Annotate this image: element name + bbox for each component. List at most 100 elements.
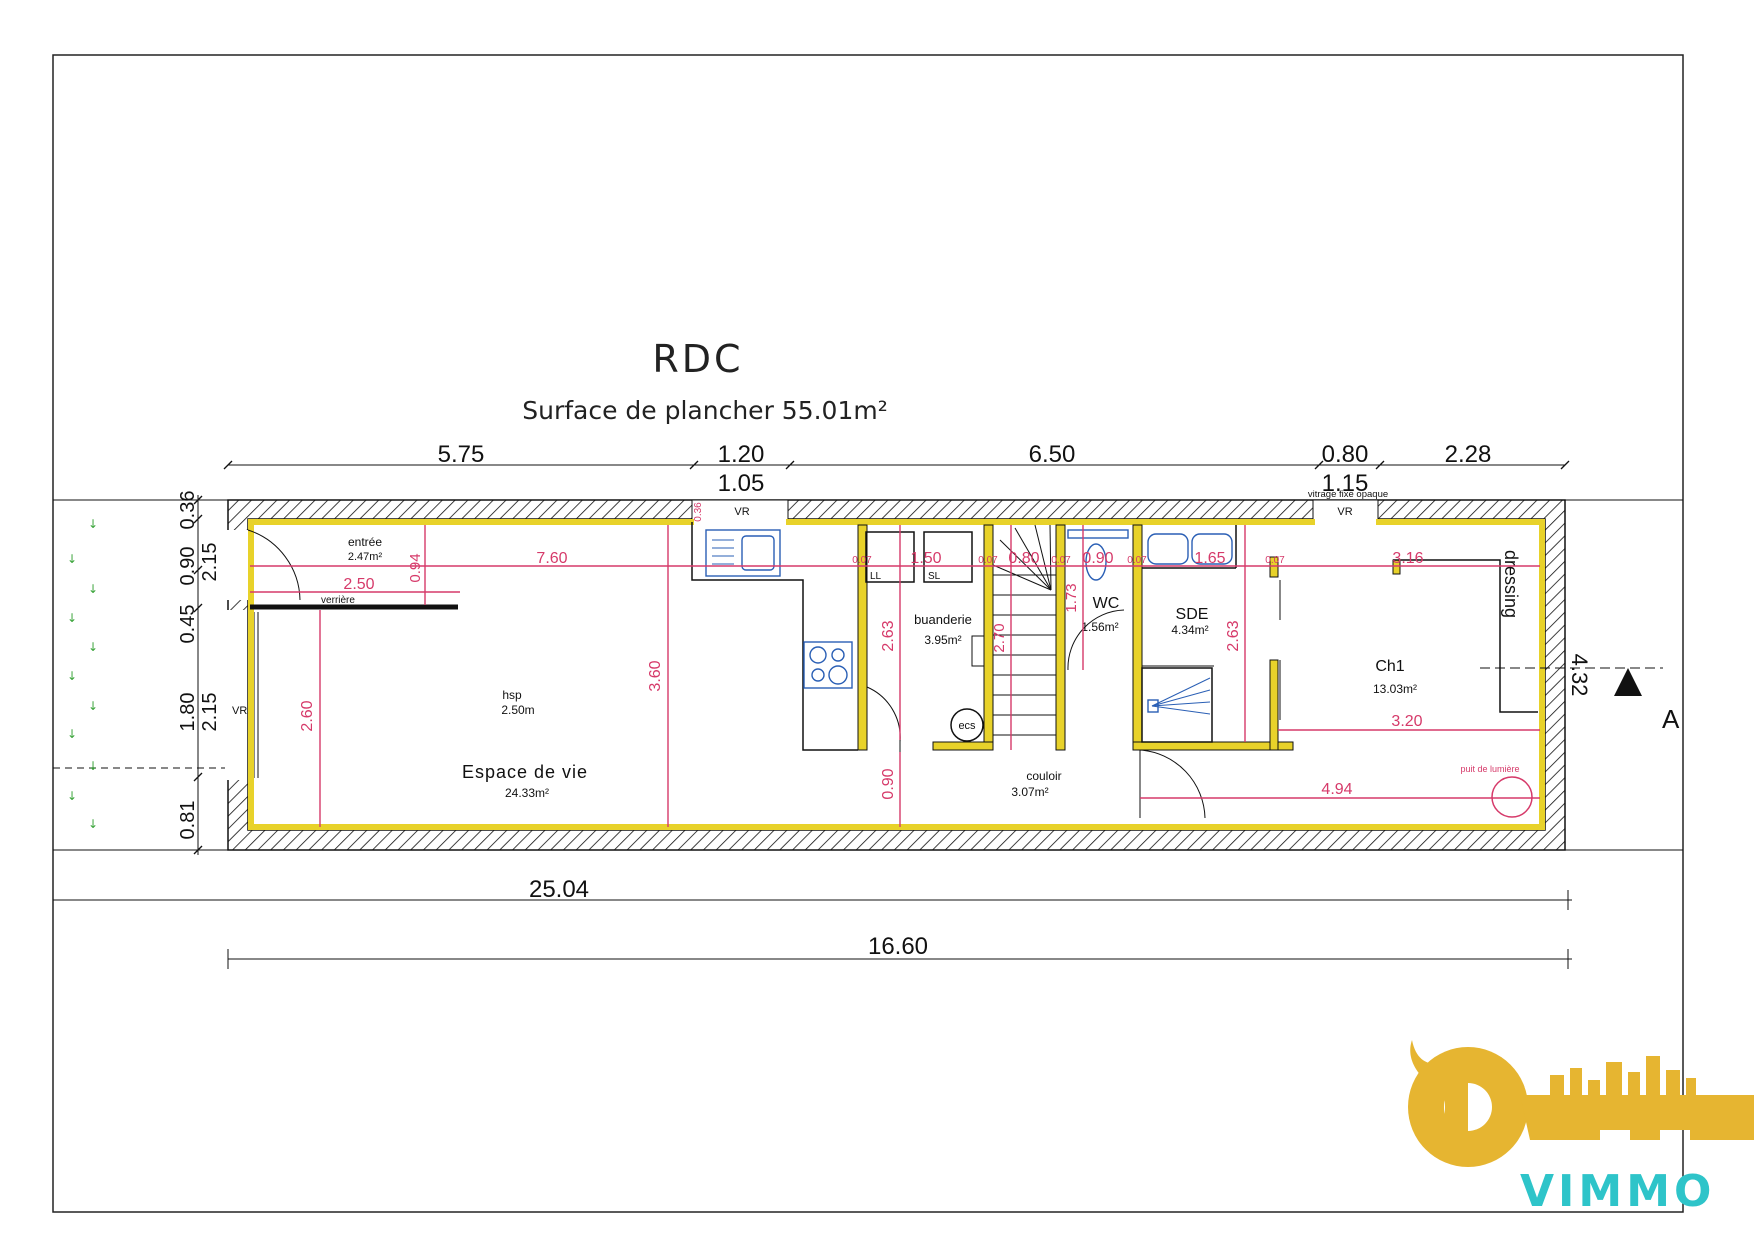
dim-007-d: 0.07	[1127, 555, 1147, 566]
dim-007-a: 0.07	[852, 555, 872, 566]
room-couloir-name: couloir	[1026, 769, 1061, 783]
washing-machine-ll	[865, 531, 915, 583]
dim-494: 4.94	[1321, 781, 1352, 798]
kitchen-sink	[705, 529, 781, 577]
dryer-sl	[923, 531, 973, 583]
room-buanderie-area: 3.95m²	[924, 633, 961, 647]
ecs-label: ecs	[958, 720, 976, 732]
plan-subtitle: Surface de plancher 55.01m²	[522, 396, 888, 425]
shower-tray	[1141, 667, 1213, 743]
dim-top-080: 0.80	[1322, 441, 1369, 468]
dim-263-a: 2.63	[880, 620, 897, 651]
room-sde-area: 4.34m²	[1171, 623, 1208, 637]
section-arrow	[1614, 668, 1642, 696]
dim-top-575: 5.75	[438, 441, 485, 468]
sheet-frame	[52, 54, 1684, 1213]
dim-left-045: 0.45	[177, 605, 199, 644]
shower-drain	[1147, 699, 1159, 713]
inner-dimension-lines	[250, 525, 1540, 827]
room-espace-name: Espace de vie	[462, 762, 588, 782]
dim-top-650: 6.50	[1029, 441, 1076, 468]
vimmo-logo: VIMMO	[1408, 1040, 1754, 1217]
svg-text:↓: ↓	[67, 789, 77, 803]
dim-260: 2.60	[299, 700, 316, 731]
kitchen-counter	[691, 522, 858, 751]
top-dimension-chain	[223, 460, 1570, 470]
sl-label: SL	[928, 571, 941, 582]
couloir-door-swing	[1139, 749, 1206, 819]
dim-007-e: 0.07	[1265, 555, 1285, 566]
dim-150: 1.50	[910, 550, 941, 567]
dim-right-432: 4.32	[1567, 654, 1592, 697]
dim-250: 2.50	[343, 576, 374, 593]
dim-173: 1.73	[1063, 583, 1080, 612]
ll-label: LL	[870, 571, 882, 582]
room-sde-name: SDE	[1176, 606, 1209, 623]
verriere-label: verrière	[321, 595, 355, 606]
wc-cistern	[1067, 529, 1129, 539]
entry-opening	[227, 530, 250, 600]
burner-2	[831, 648, 845, 662]
burner-1	[809, 646, 827, 664]
svg-text:↓: ↓	[67, 727, 77, 741]
staircase	[992, 524, 1056, 736]
vitrage-note: vitrage fixe opaque	[1308, 489, 1388, 500]
dim-360: 3.60	[647, 660, 664, 691]
vr-label-left: VR	[232, 705, 247, 717]
dim-007-b: 0.07	[978, 555, 998, 566]
logo-text: VIMMO	[1520, 1166, 1715, 1217]
bottom-dimension-lines	[53, 890, 1572, 969]
hsp-value: 2.50m	[501, 703, 534, 717]
room-espace-area: 24.33m²	[505, 786, 549, 800]
svg-text:↓: ↓	[88, 759, 98, 773]
plan-title: RDC	[652, 337, 743, 381]
dressing-outline	[1393, 559, 1538, 713]
svg-text:↓: ↓	[88, 582, 98, 596]
dim-left-180: 1.80	[177, 693, 199, 732]
dim-top-228: 2.28	[1445, 441, 1492, 468]
svg-text:↓: ↓	[67, 611, 77, 625]
svg-text:↓: ↓	[67, 669, 77, 683]
sink-drainer-lines	[712, 539, 734, 565]
svg-text:↓: ↓	[88, 640, 98, 654]
dim-top-115: 1.15	[1322, 470, 1369, 497]
dim-270: 2.70	[991, 623, 1008, 652]
cooktop	[803, 641, 853, 689]
svg-text:↓: ↓	[88, 699, 98, 713]
left-dimension-chain	[193, 495, 203, 855]
ecs-water-heater	[950, 708, 984, 742]
vanity-basin-1	[1147, 533, 1189, 565]
insulation-lining	[248, 519, 1545, 830]
dim-316: 3.16	[1392, 550, 1423, 567]
dim-left-036: 0.36	[177, 491, 199, 530]
burner-3	[811, 668, 825, 682]
vanity-basin-2	[1191, 533, 1233, 565]
dim-094: 0.94	[407, 553, 424, 582]
skylight-label: puit de lumière	[1460, 764, 1519, 774]
dim-320: 3.20	[1391, 713, 1422, 730]
vr-label-bedroom: VR	[1337, 506, 1352, 518]
dim-left-215-a: 2.15	[199, 543, 221, 582]
dressing-label: dressing	[1501, 550, 1521, 618]
buanderie-door-swing	[866, 686, 901, 743]
buanderie-cabinet	[971, 635, 985, 667]
sink-basin	[741, 535, 775, 571]
room-couloir-area: 3.07m²	[1011, 785, 1048, 799]
dim-top-120: 1.20	[718, 441, 765, 468]
hsp-label: hsp	[502, 688, 522, 702]
vr-label-kitchen: VR	[734, 506, 749, 518]
dim-263-b: 2.63	[1225, 620, 1242, 651]
room-buanderie-name: buanderie	[914, 612, 972, 627]
room-ch1-area: 13.03m²	[1373, 682, 1417, 696]
dim-090b: 0.90	[1082, 550, 1113, 567]
burner-4	[828, 665, 848, 685]
wc-bowl	[1085, 543, 1107, 581]
dim-760: 7.60	[536, 550, 567, 567]
dim-left-081: 0.81	[177, 801, 199, 840]
insulation-gap-kitchen	[694, 518, 786, 526]
room-wc-area: 1.56m²	[1081, 620, 1118, 634]
svg-text:↓: ↓	[67, 552, 77, 566]
insulation-gap-bedroom	[1315, 518, 1376, 526]
room-wc-name: WC	[1093, 595, 1120, 612]
